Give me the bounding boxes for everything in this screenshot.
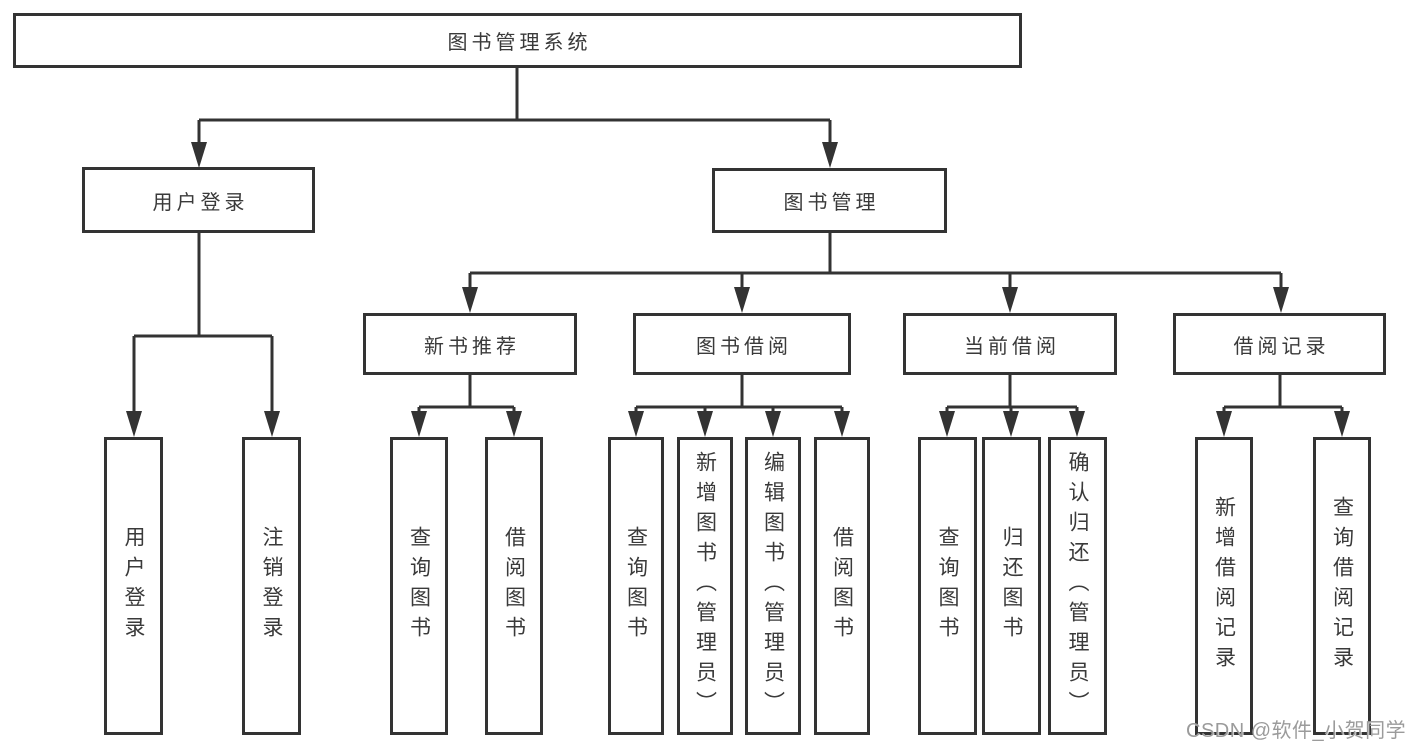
connector-strokes	[132, 68, 1344, 413]
node-borrow-books-borrow: 借阅图书	[814, 437, 870, 735]
node-return-book: 归还图书	[982, 437, 1041, 735]
node-library-management-system: 图书管理系统	[13, 13, 1022, 68]
node-user-login-leaf: 用户登录	[104, 437, 163, 735]
node-query-borrow-record: 查询借阅记录	[1313, 437, 1371, 735]
node-new-book-recommendation: 新书推荐	[363, 313, 577, 375]
node-query-books-newbook: 查询图书	[390, 437, 448, 735]
node-current-borrowing: 当前借阅	[903, 313, 1117, 375]
arrowheads	[126, 142, 1350, 437]
node-borrowing-records: 借阅记录	[1173, 313, 1386, 375]
node-borrow-books-newbook: 借阅图书	[485, 437, 543, 735]
node-confirm-return-admin: 确认归还（管理员）	[1048, 437, 1107, 735]
node-logout-leaf: 注销登录	[242, 437, 301, 735]
node-edit-book-admin: 编辑图书（管理员）	[745, 437, 801, 735]
node-query-books-current: 查询图书	[918, 437, 977, 735]
node-book-management: 图书管理	[712, 168, 947, 233]
csdn-watermark: CSDN @软件_小贺同学	[1186, 720, 1405, 742]
node-book-borrowing: 图书借阅	[633, 313, 851, 375]
node-add-borrow-record: 新增借阅记录	[1195, 437, 1253, 735]
node-user-login: 用户登录	[82, 167, 315, 233]
node-add-book-admin: 新增图书（管理员）	[677, 437, 733, 735]
node-query-books-borrow: 查询图书	[608, 437, 664, 735]
